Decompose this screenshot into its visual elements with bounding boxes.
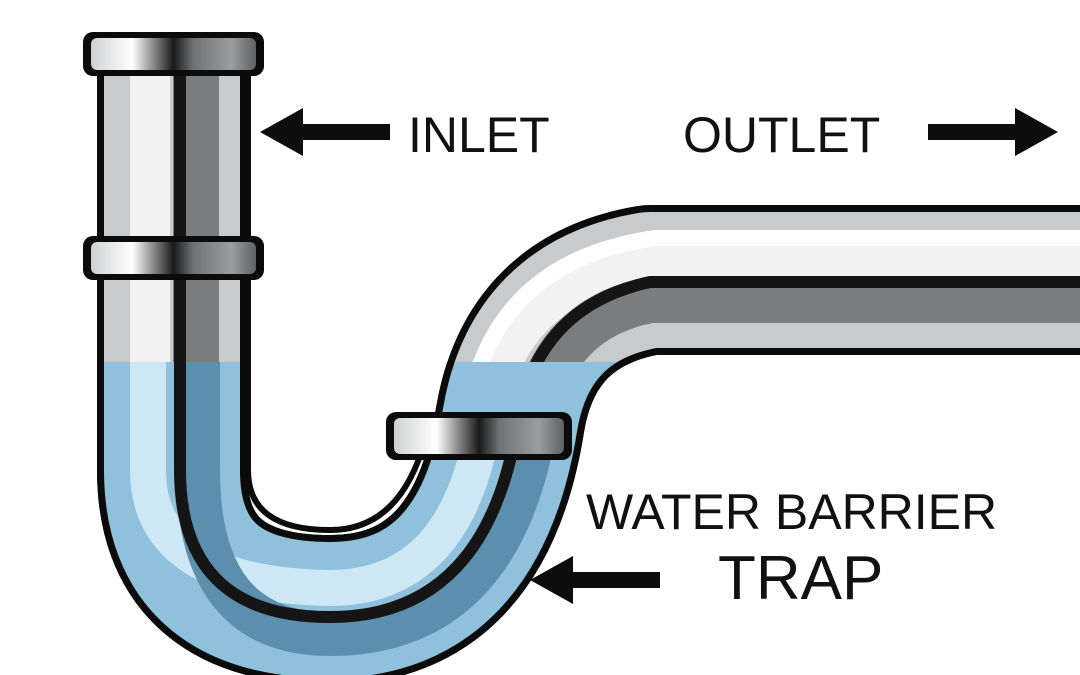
water-barrier: [97, 362, 634, 675]
outlet-label: OUTLET: [683, 107, 881, 163]
arrow-left-icon: [530, 556, 660, 604]
pipe-inner: [245, 60, 428, 534]
trap-label: TRAP: [718, 544, 884, 613]
top-collar: [83, 32, 264, 76]
middle-collar: [83, 236, 264, 280]
arrow-left-icon: [260, 108, 390, 156]
arrow-right-icon: [928, 108, 1058, 156]
trap-collar: [386, 412, 572, 460]
water-barrier-label: WATER BARRIER: [586, 484, 998, 540]
inlet-label: INLET: [408, 107, 550, 163]
